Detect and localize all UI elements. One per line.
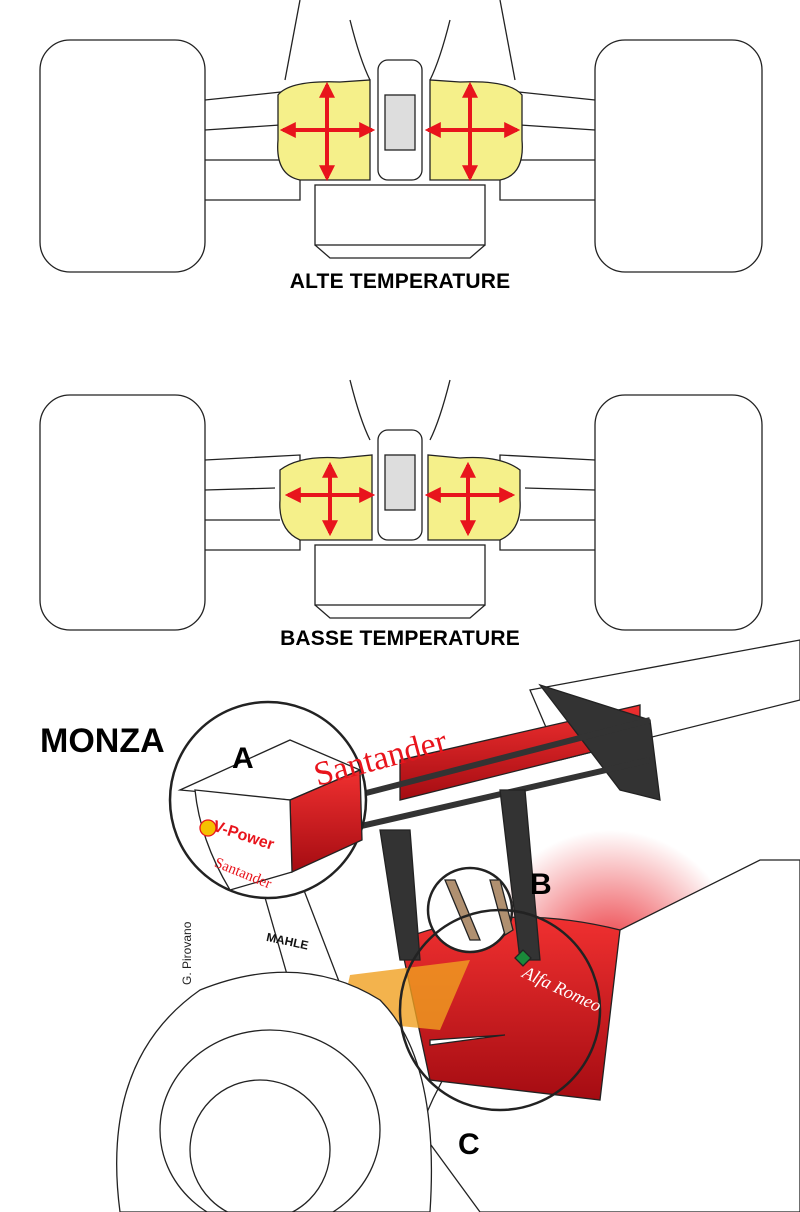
quadrifoglio-logo bbox=[514, 949, 532, 967]
monza-rear-illustration bbox=[116, 639, 800, 1212]
callout-label-a: A bbox=[232, 742, 254, 775]
left-tyre bbox=[39, 39, 206, 273]
car-rear-view-low-temp bbox=[39, 379, 763, 631]
expansion-arrows-low bbox=[284, 461, 516, 537]
left-sidepod-highlight bbox=[279, 454, 373, 541]
shell-logo bbox=[199, 819, 217, 837]
caption-low-temperature: BASSE TEMPERATURE bbox=[280, 627, 520, 650]
rear-tyre bbox=[116, 971, 433, 1212]
right-tyre bbox=[594, 39, 763, 273]
callout-label-b: B bbox=[530, 868, 552, 901]
callout-circle-c bbox=[398, 908, 602, 1112]
car-rear-view-high-temp bbox=[39, 0, 763, 273]
callout-label-c: C bbox=[458, 1128, 480, 1161]
caption-high-temperature: ALTE TEMPERATURE bbox=[289, 270, 511, 293]
artist-credit: G. Pirovano bbox=[180, 921, 194, 985]
right-tyre bbox=[594, 394, 763, 631]
exhaust-grille bbox=[384, 94, 416, 151]
right-sidepod-highlight bbox=[427, 454, 521, 541]
exhaust-grille bbox=[384, 454, 416, 511]
left-tyre bbox=[39, 394, 206, 631]
section-title: MONZA bbox=[40, 722, 165, 760]
expansion-arrows-high bbox=[279, 81, 521, 182]
